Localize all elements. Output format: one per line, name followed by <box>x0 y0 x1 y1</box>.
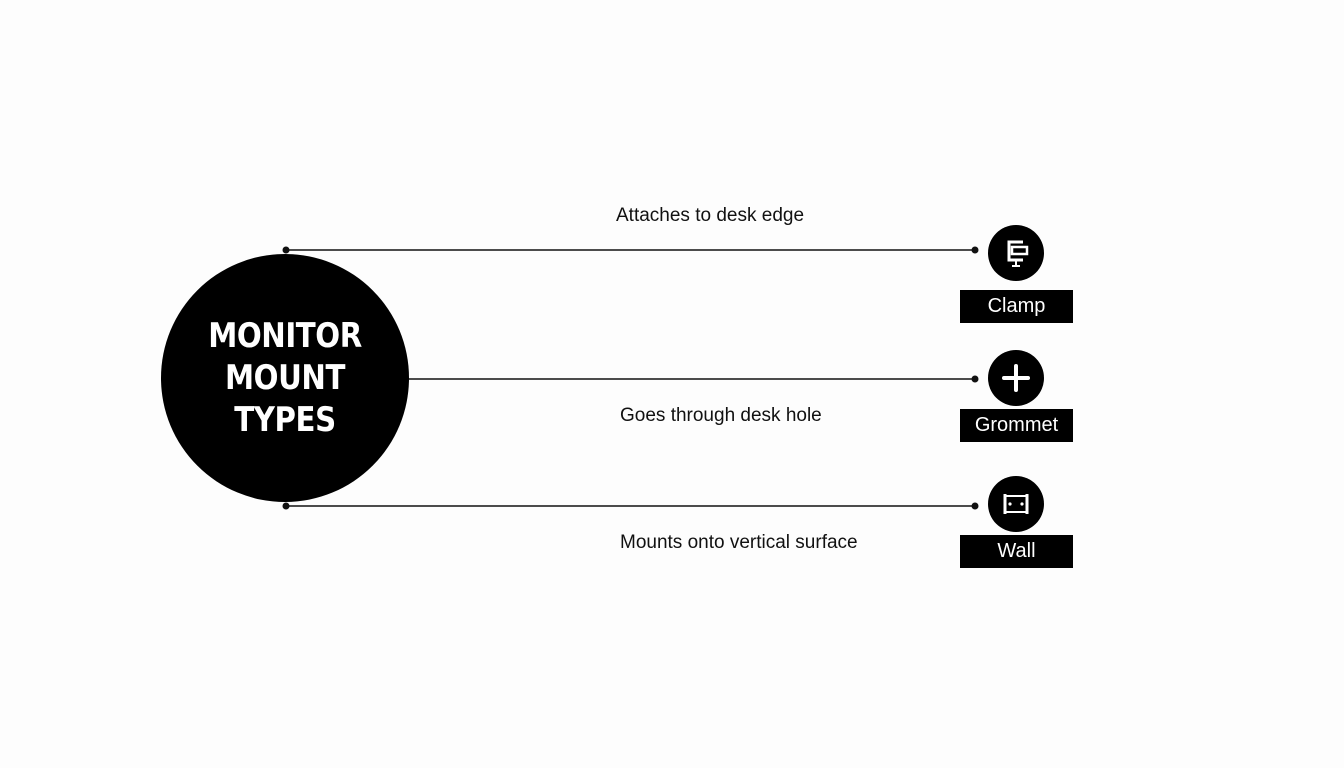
connector-dot-end-grommet <box>971 375 979 383</box>
central-circle: MONITOR MOUNT TYPES <box>161 254 409 502</box>
grommet-label: Grommet <box>960 409 1073 442</box>
wall-bracket-icon <box>988 476 1044 532</box>
connector-dot-start-wall <box>282 502 290 510</box>
connector-dot-start-clamp <box>282 246 290 254</box>
wall-description: Mounts onto vertical surface <box>620 532 858 553</box>
connector-dot-end-clamp <box>971 246 979 254</box>
clamp-label: Clamp <box>960 290 1073 323</box>
clamp-description: Attaches to desk edge <box>616 205 805 226</box>
diagram-title: MONITOR MOUNT TYPES <box>178 315 391 441</box>
grommet-description: Goes through desk hole <box>620 405 822 426</box>
plus-icon <box>988 350 1044 406</box>
clamp-icon <box>988 225 1044 281</box>
title-text: MONITOR MOUNT TYPES <box>208 316 362 440</box>
wall-label: Wall <box>960 535 1073 568</box>
connector-dot-end-wall <box>971 502 979 510</box>
